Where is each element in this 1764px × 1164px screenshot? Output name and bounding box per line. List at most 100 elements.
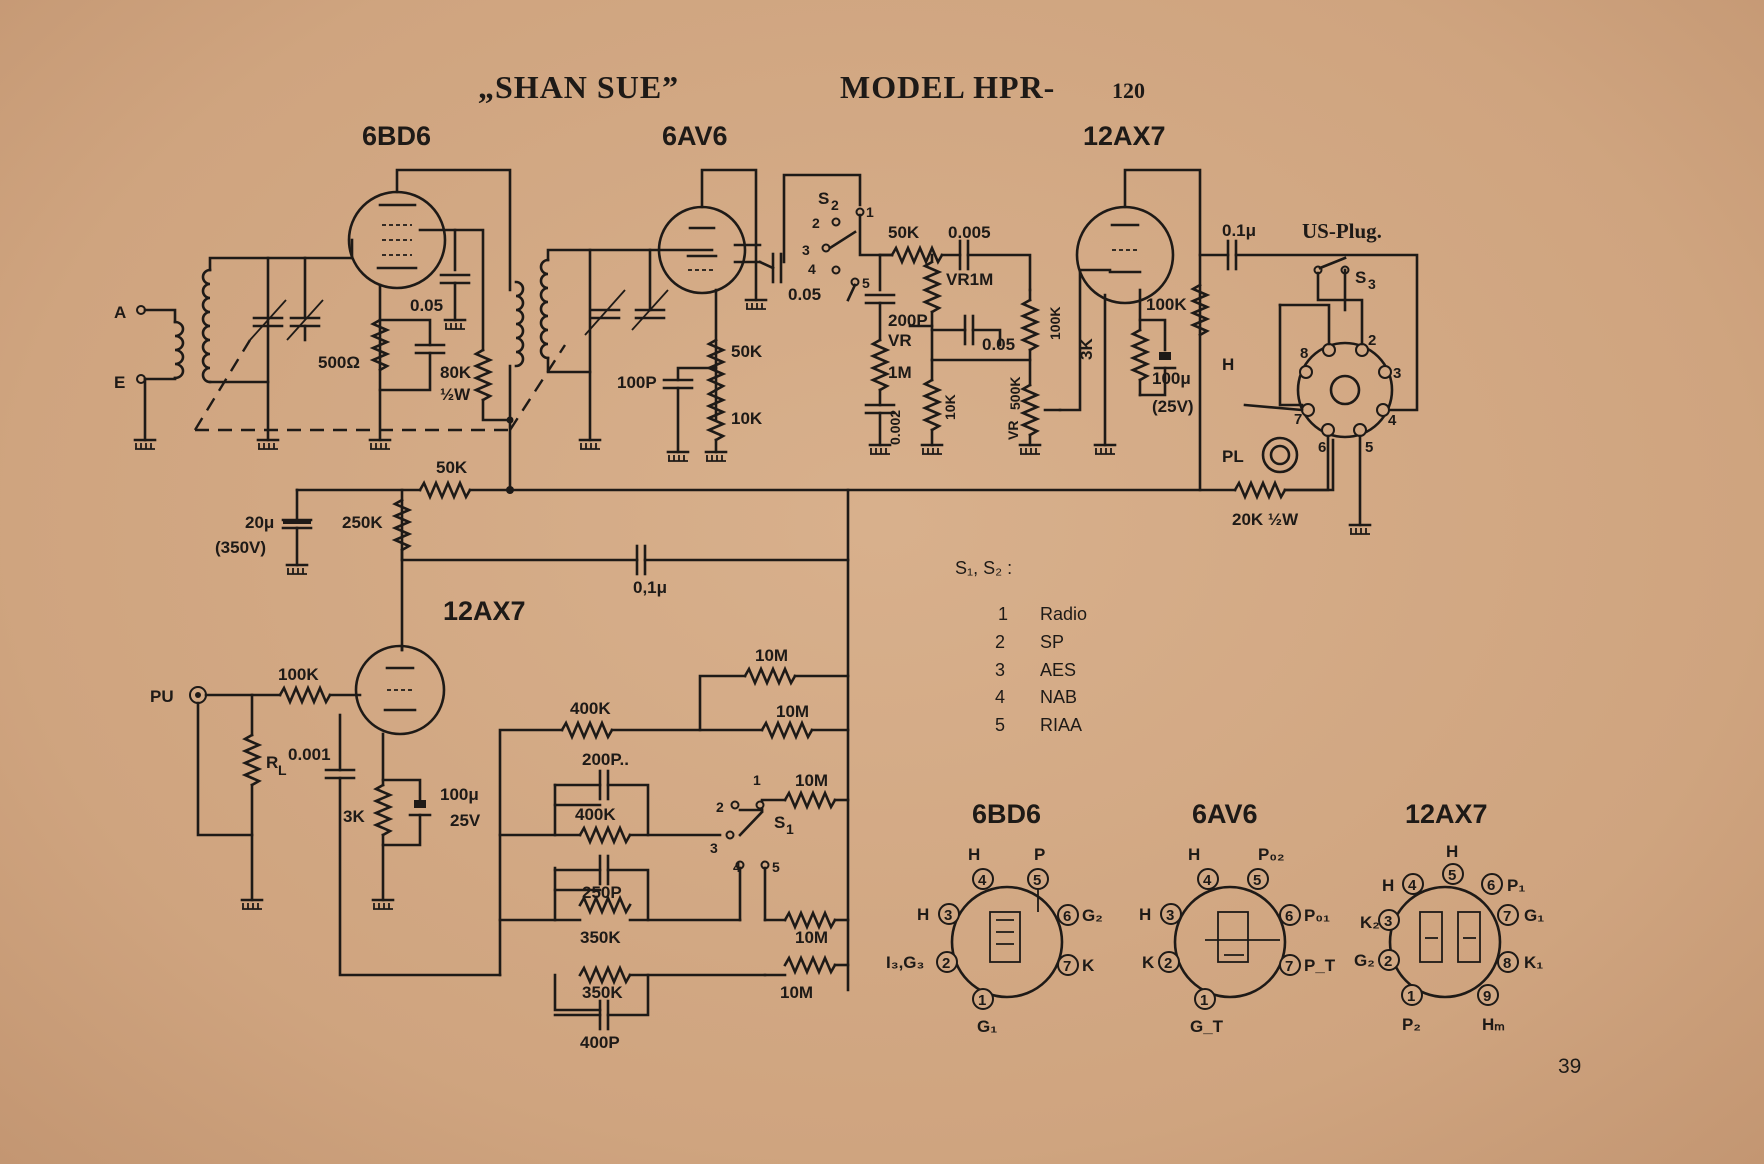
c200p-eq-label: 200P.. — [582, 750, 629, 769]
svg-text:5: 5 — [1448, 867, 1456, 884]
pinout-12ax7-hm: Hₘ — [1482, 1015, 1505, 1034]
rl-label: R — [266, 753, 278, 772]
c100u-v-label: (25V) — [1152, 397, 1194, 416]
pinout-6bd6-title: 6BD6 — [972, 799, 1041, 829]
legend-label-1: Radio — [1040, 604, 1087, 624]
svg-text:2: 2 — [942, 955, 950, 972]
legend-label-4: NAB — [1040, 687, 1077, 707]
s2-sub: 2 — [831, 197, 839, 213]
c0001-label: 0.001 — [288, 745, 331, 764]
r250k-label: 250K — [342, 513, 383, 532]
r500k-label: 500K — [1007, 377, 1023, 410]
r10m-3-label: 10M — [795, 771, 828, 790]
r10m-1-label: 10M — [755, 646, 788, 665]
svg-text:4: 4 — [1203, 872, 1212, 889]
svg-text:4: 4 — [1388, 412, 1397, 429]
vr1m-label: VR1M — [946, 270, 993, 289]
brand-name: „SHAN SUE” — [478, 69, 679, 105]
equalizer-network: 400K 10M 10M 200P.. 400K 10M 1 2 3 4 5 S… — [498, 646, 850, 1052]
svg-text:6: 6 — [1063, 908, 1071, 925]
s1-pos-3: 3 — [710, 840, 718, 856]
plug-label: US-Plug. — [1302, 219, 1382, 243]
svg-text:1: 1 — [978, 992, 986, 1009]
c0005-label: 0.005 — [948, 223, 991, 242]
pinout-6bd6-p: P — [1034, 845, 1045, 864]
s1-label: S — [774, 813, 785, 832]
tube-label-out: 12AX7 — [1083, 121, 1166, 151]
c01-out-label: 0.1μ — [1222, 221, 1256, 240]
r400k-2-label: 400K — [575, 805, 616, 824]
r10m-4-label: 10M — [795, 928, 828, 947]
pinout-6av6-gt: G_T — [1190, 1017, 1224, 1036]
s2-pos-4: 4 — [808, 261, 816, 277]
s3-label: S — [1355, 268, 1366, 287]
pinout-6bd6-g1: G₁ — [977, 1017, 997, 1036]
svg-text:3: 3 — [1166, 907, 1174, 924]
antenna-label: A — [114, 303, 126, 322]
c400p-label: 400P — [580, 1033, 620, 1052]
r20k-label: 20K ½W — [1232, 510, 1299, 529]
earth-label: E — [114, 373, 125, 392]
c250p-label: 250P — [582, 883, 622, 902]
s2-pos-1: 1 — [866, 204, 874, 220]
pinout-12ax7-g1: G₁ — [1524, 906, 1544, 925]
pinout-6bd6-h-left: H — [917, 905, 929, 924]
svg-text:7: 7 — [1285, 958, 1293, 975]
svg-text:2: 2 — [1368, 332, 1376, 349]
svg-text:6: 6 — [1487, 877, 1495, 894]
selector-s2: S 2 2 1 3 4 5 — [782, 173, 894, 302]
page-number: 39 — [1558, 1055, 1581, 1078]
svg-text:7: 7 — [1503, 908, 1511, 925]
schematic-title: „SHAN SUE” MODEL HPR- 120 — [478, 69, 1145, 105]
preamp-stage-12ax7: PU 100K R L 0.001 3K 100μ 25V — [150, 644, 502, 977]
antenna-input: A E — [114, 256, 567, 451]
c100-pre-label: 100μ — [440, 785, 479, 804]
svg-text:3: 3 — [1384, 913, 1392, 930]
plug-h-label: H — [1222, 355, 1234, 374]
r100k-a-label: 100K — [1047, 307, 1063, 340]
svg-text:7: 7 — [1063, 958, 1071, 975]
legend-label-2: SP — [1040, 632, 1064, 652]
pinout-12ax7: 12AX7 4 5 6 7 8 9 1 2 3 H H K₂ G₂ P₁ G₁ … — [1354, 799, 1544, 1034]
svg-text:2: 2 — [1384, 953, 1392, 970]
r350k-2-label: 350K — [582, 983, 623, 1002]
s2-pos-2: 2 — [812, 215, 820, 231]
r3k-pre-label: 3K — [343, 807, 365, 826]
c20v-label: (350V) — [215, 538, 266, 557]
r10k-det-label: 10K — [731, 409, 763, 428]
pinout-6bd6-i3g3: I₃,G₃ — [886, 953, 924, 972]
tube-label-pre: 12AX7 — [443, 596, 526, 626]
pinout-6av6-pd1: P₀₁ — [1304, 906, 1330, 925]
legend-heading: S₁, S₂ : — [955, 558, 1012, 578]
r500-label: 500Ω — [318, 353, 360, 372]
c100u-label: 100μ — [1152, 369, 1191, 388]
legend-num-5: 5 — [995, 715, 1005, 735]
svg-text:4: 4 — [978, 872, 987, 889]
legend-num-1: 1 — [998, 604, 1008, 624]
pinout-12ax7-h-top: H — [1446, 842, 1458, 861]
pinout-6bd6-h-top: H — [968, 845, 980, 864]
svg-text:3: 3 — [1393, 365, 1401, 382]
c0002-label: 0.002 — [887, 410, 903, 445]
c005c-label: 0.05 — [982, 335, 1015, 354]
pinout-6av6-h-top: H — [1188, 845, 1200, 864]
pinout-6av6-pd2: P₀₂ — [1258, 845, 1285, 864]
pinout-12ax7-p1: P₁ — [1507, 876, 1525, 895]
pinout-6av6-h-left: H — [1139, 905, 1151, 924]
pinout-6av6-title: 6AV6 — [1192, 799, 1258, 829]
s1-sub: 1 — [786, 821, 794, 837]
svg-text:5: 5 — [1253, 872, 1261, 889]
r50k-det-label: 50K — [731, 342, 763, 361]
c100-pre-v-label: 25V — [450, 811, 481, 830]
svg-text:8: 8 — [1300, 345, 1308, 362]
pinout-6bd6-g2: G₂ — [1082, 906, 1103, 925]
c005a-label: 0.05 — [410, 296, 443, 315]
legend-label-3: AES — [1040, 660, 1076, 680]
legend-num-4: 4 — [995, 687, 1005, 707]
r80k-w-label: ½W — [440, 385, 471, 404]
r100k-pu-label: 100K — [278, 665, 319, 684]
legend-num-3: 3 — [995, 660, 1005, 680]
rl-sub: L — [278, 762, 287, 778]
r350k-1-label: 350K — [580, 928, 621, 947]
svg-text:1: 1 — [1200, 992, 1208, 1009]
